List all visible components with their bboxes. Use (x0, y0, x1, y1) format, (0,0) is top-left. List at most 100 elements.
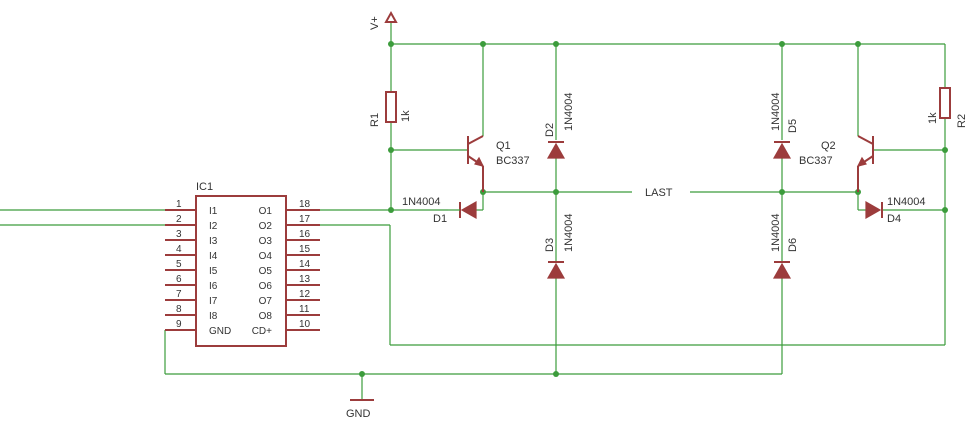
d5-value: 1N4004 (770, 92, 782, 131)
ic-left-pin-number: 4 (176, 244, 182, 255)
supply-label: V+ (369, 16, 381, 30)
ic-right-pin-label: O6 (259, 281, 273, 292)
resistor-r2: 1k R2 (927, 87, 968, 128)
transistor-q2: Q2 BC337 (799, 135, 874, 192)
ic-right-pin-number: 16 (299, 229, 311, 240)
q1-collector-leg (467, 135, 484, 145)
d4-value: 1N4004 (887, 196, 926, 208)
r2-name: R2 (956, 114, 968, 128)
ic-left-pin-number: 3 (176, 229, 182, 240)
d6-name: D6 (787, 238, 799, 252)
ic-right-pin-label: O1 (259, 206, 273, 217)
ic-left-pin-label: I3 (209, 236, 218, 247)
junction (388, 41, 394, 47)
resistor-r1: R1 1k (369, 91, 412, 127)
q1-value: BC337 (496, 155, 530, 167)
r1-name: R1 (369, 113, 381, 127)
d2-triangle-icon (546, 142, 566, 159)
ic-right-pin-label: O3 (259, 236, 273, 247)
d2-value: 1N4004 (563, 92, 575, 131)
ic-left-pin-number: 6 (176, 274, 182, 285)
ic-left-pin-label: I4 (209, 251, 218, 262)
d6-value: 1N4004 (770, 213, 782, 252)
ic-left-pin-label: I6 (209, 281, 218, 292)
ic-left-pin-number: 2 (176, 214, 182, 225)
supply-arrow-icon (384, 10, 398, 23)
d2-name: D2 (544, 123, 556, 137)
junction (779, 189, 785, 195)
junction (388, 147, 394, 153)
ic-right-pin-label: O2 (259, 221, 273, 232)
ic-right-pin-number: 12 (299, 289, 311, 300)
diode-d5: 1N4004 D5 (770, 92, 799, 159)
ic-right-pin-label: O4 (259, 251, 273, 262)
junction (553, 371, 559, 377)
junction (942, 207, 948, 213)
d3-value: 1N4004 (563, 213, 575, 252)
diode-d2: D2 1N4004 (544, 92, 575, 159)
ground-label: GND (346, 408, 371, 420)
junction (855, 41, 861, 47)
resistor-r1-body (385, 91, 397, 123)
ic-left-pin-number: 5 (176, 259, 182, 270)
q1-emitter-arrow-icon (474, 156, 485, 167)
d4-triangle-icon (865, 200, 882, 220)
ic-left-pin-number: 1 (176, 199, 182, 210)
ic1: IC1 1I12I23I34I45I56I67I78I89GND18O117O2… (165, 181, 320, 347)
ic-right-pin-number: 11 (299, 304, 310, 315)
ic-right-pin-label: O5 (259, 266, 273, 277)
ic-left-pin-label: I1 (209, 206, 218, 217)
r2-value: 1k (927, 112, 939, 124)
ic1-pins: 1I12I23I34I45I56I67I78I89GND18O117O216O3… (165, 199, 320, 337)
q1-name: Q1 (496, 140, 511, 152)
ic-left-pin-label: I5 (209, 266, 218, 277)
resistor-r2-body (939, 87, 951, 119)
ic-left-pin-number: 8 (176, 304, 182, 315)
ic-left-pin-number: 7 (176, 289, 182, 300)
q2-collector-leg (857, 135, 874, 145)
ic-right-pin-number: 10 (299, 319, 311, 330)
supply-symbol: V+ (369, 10, 398, 30)
ic-left-pin-label: GND (209, 326, 231, 337)
ic-right-pin-number: 17 (299, 214, 311, 225)
diode-d1: 1N4004 D1 (402, 196, 477, 225)
d1-value: 1N4004 (402, 196, 441, 208)
junction (942, 147, 948, 153)
ic-right-pin-label: O8 (259, 311, 273, 322)
d5-triangle-icon (772, 142, 792, 159)
junction (553, 41, 559, 47)
ic1-name: IC1 (196, 181, 213, 193)
d4-name: D4 (887, 213, 901, 225)
transistor-q1: Q1 BC337 (467, 135, 530, 192)
d1-triangle-icon (460, 200, 477, 220)
ic-right-pin-label: CD+ (252, 326, 272, 337)
d3-triangle-icon (546, 262, 566, 279)
d6-triangle-icon (772, 262, 792, 279)
diode-d6: 1N4004 D6 (770, 213, 799, 279)
junctions (359, 41, 948, 377)
ic-right-pin-number: 14 (299, 259, 311, 270)
ic-right-pin-number: 15 (299, 244, 311, 255)
diode-d3: D3 1N4004 (544, 213, 575, 279)
r1-value: 1k (400, 110, 412, 122)
ic-right-pin-number: 13 (299, 274, 311, 285)
ic-left-pin-label: I8 (209, 311, 218, 322)
diode-d4: 1N4004 D4 (865, 196, 926, 225)
wires (0, 22, 946, 400)
d3-name: D3 (544, 238, 556, 252)
ic-right-pin-number: 18 (299, 199, 311, 210)
junction (388, 207, 394, 213)
d1-name: D1 (433, 213, 447, 225)
ic-left-pin-label: I7 (209, 296, 218, 307)
ic-left-pin-number: 9 (176, 319, 182, 330)
d5-name: D5 (787, 119, 799, 133)
junction (480, 41, 486, 47)
q2-value: BC337 (799, 155, 833, 167)
ground-symbol: GND (346, 399, 374, 420)
junction (779, 41, 785, 47)
load-label: LAST (645, 187, 673, 199)
ic-right-pin-label: O7 (259, 296, 273, 307)
q2-emitter-arrow-icon (856, 156, 867, 167)
junction (359, 371, 365, 377)
